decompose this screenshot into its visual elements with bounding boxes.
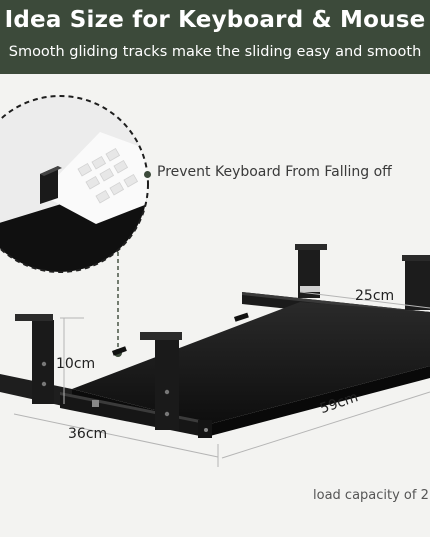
banner-subtitle: Smooth gliding tracks make the sliding e…: [8, 44, 422, 60]
dimension-depth-label: 36cm: [68, 426, 108, 442]
load-capacity-label: load capacity of 2: [313, 488, 429, 503]
banner-title: Idea Size for Keyboard & Mouse: [4, 7, 426, 33]
dimension-width-label: 25cm: [355, 288, 395, 304]
keyboard-tray-image: [0, 95, 430, 467]
dimension-height-label: 10cm: [56, 356, 96, 372]
header-banner: Idea Size for Keyboard & Mouse Smooth gl…: [0, 0, 430, 74]
feature-bullet: [144, 171, 151, 178]
feature-label: Prevent Keyboard From Falling off: [157, 164, 392, 180]
product-scene: Prevent Keyboard From Falling off 25cm 1…: [0, 74, 430, 537]
